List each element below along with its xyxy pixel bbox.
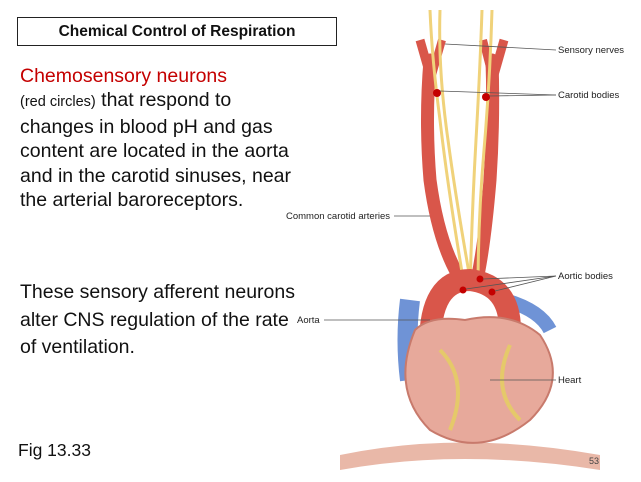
- label-carotid-bodies: Carotid bodies: [558, 90, 620, 101]
- leader-carotid-1: [439, 90, 557, 96]
- sensory-nerve-right-1: [468, 9, 484, 291]
- diaphragm-shape: [340, 442, 600, 470]
- coronary-fat-1: [438, 348, 460, 431]
- leader-aortic-2: [482, 275, 557, 280]
- carotid-body-right: [482, 93, 490, 101]
- label-heart: Heart: [558, 375, 582, 386]
- sensory-nerve-left-1: [428, 9, 467, 291]
- aortic-arch: [419, 268, 521, 346]
- paragraph-chemosensory: Chemosensory neurons (red circles) that …: [20, 64, 300, 212]
- heart-shape: [404, 316, 554, 444]
- figure-reference: Fig 13.33: [18, 440, 91, 460]
- heart-chemoreceptor-illustration: [324, 9, 600, 470]
- aortic-body-1: [459, 286, 467, 294]
- carotid-body-left: [433, 89, 441, 97]
- right-carotid-branch-2: [489, 38, 509, 77]
- chemosensory-text: that respond to changes in blood pH and …: [20, 89, 292, 212]
- aortic-body-2: [476, 275, 484, 283]
- label-common-carotid: Common carotid arteries: [286, 211, 391, 222]
- leader-aortic-1: [465, 275, 557, 290]
- leader-carotid-2: [488, 94, 557, 97]
- coronary-fat-2: [500, 344, 522, 422]
- slide-title-text: Chemical Control of Respiration: [58, 22, 296, 40]
- sensory-nerve-right-2: [476, 9, 494, 291]
- slide-title: Chemical Control of Respiration: [17, 17, 337, 46]
- red-circles-note: (red circles): [20, 94, 96, 111]
- aortic-body-3: [488, 288, 496, 296]
- label-aortic-bodies: Aortic bodies: [558, 271, 613, 282]
- label-aorta: Aorta: [297, 315, 320, 326]
- page-number: 53: [589, 456, 600, 466]
- left-carotid-branch: [415, 38, 435, 77]
- label-sensory-nerves: Sensory nerves: [558, 45, 625, 56]
- leader-sensory: [444, 43, 557, 51]
- left-carotid-artery: [421, 53, 465, 282]
- leader-aortic-3: [494, 275, 557, 292]
- chemosensory-heading: Chemosensory neurons: [20, 65, 228, 87]
- paragraph-afferent: These sensory afferent neurons alter CNS…: [20, 281, 295, 359]
- sensory-nerve-left-2: [438, 9, 474, 291]
- right-carotid-artery: [471, 53, 500, 282]
